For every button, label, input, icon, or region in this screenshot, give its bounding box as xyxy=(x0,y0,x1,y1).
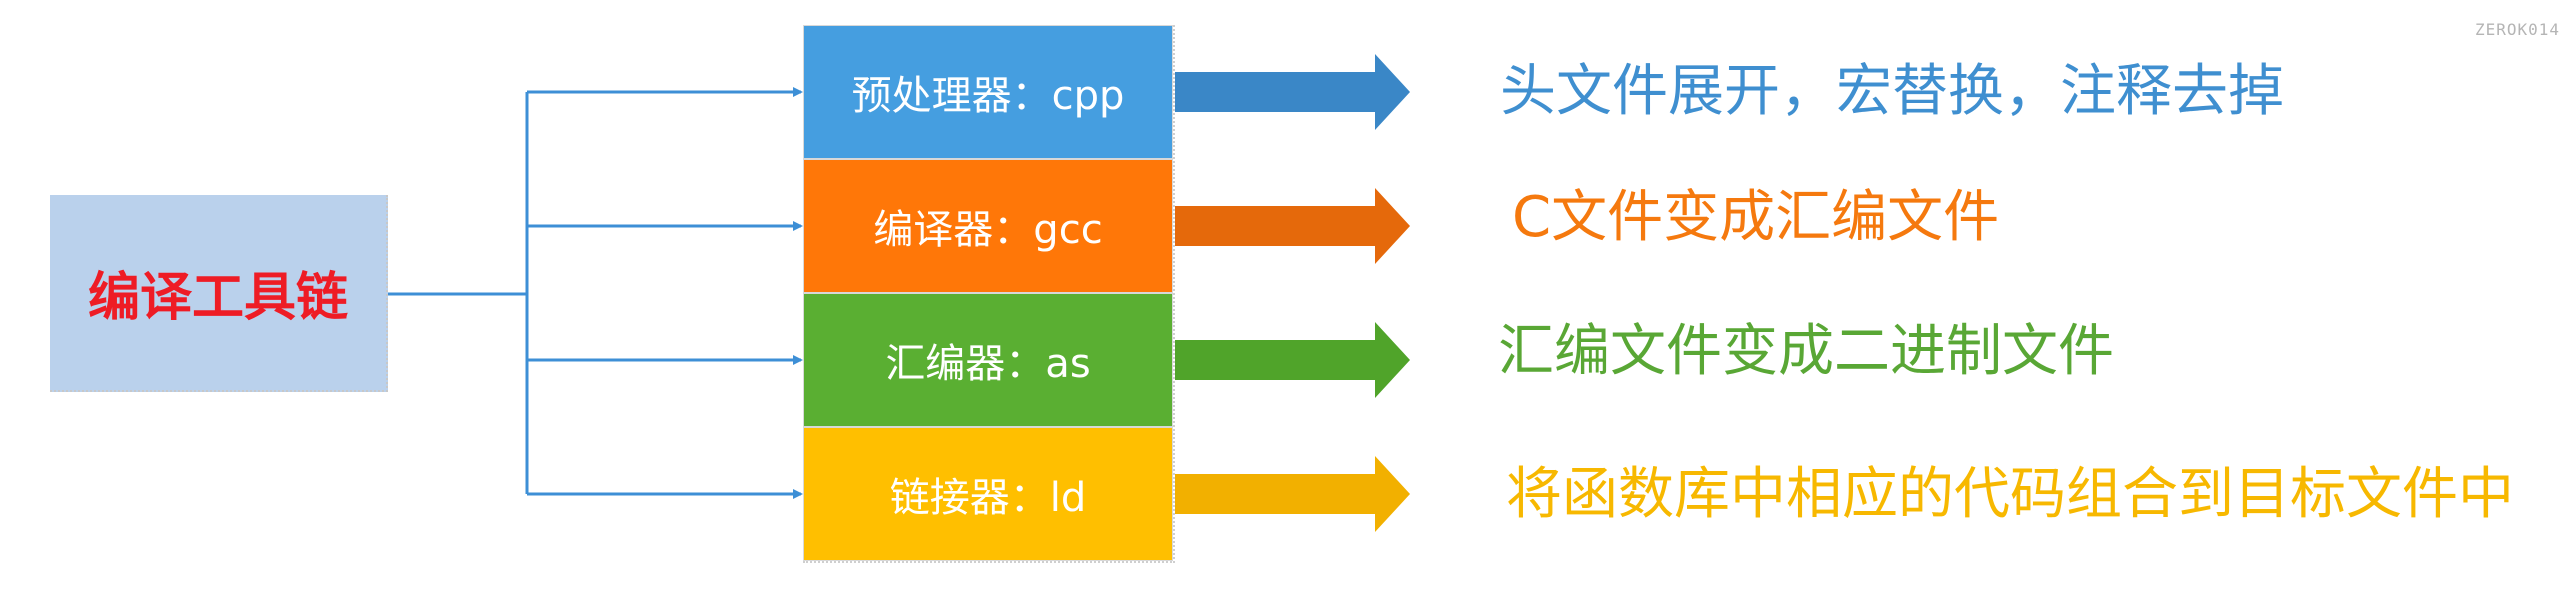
stage-description-assembler: 汇编文件变成二进制文件 xyxy=(1498,319,2114,384)
stage-arrow-3 xyxy=(1175,456,1410,532)
stage-assembler: 汇编器：as xyxy=(803,293,1173,427)
stage-linker: 链接器：ld xyxy=(803,427,1173,561)
stage-label: 预处理器：cpp xyxy=(851,73,1125,119)
watermark: ZEROK014 xyxy=(2474,20,2560,39)
stage-column: 预处理器：cpp 编译器：gcc 汇编器：as 链接器：ld xyxy=(803,25,1175,563)
stage-compiler: 编译器：gcc xyxy=(803,159,1173,293)
toolchain-box: 编译工具链 xyxy=(50,195,388,392)
stage-arrow-0 xyxy=(1175,54,1410,130)
stage-description-compiler: C文件变成汇编文件 xyxy=(1512,185,2000,250)
stage-arrow-2 xyxy=(1175,322,1410,398)
stage-label: 链接器：ld xyxy=(889,475,1087,521)
stage-label: 汇编器：as xyxy=(885,341,1091,387)
stage-description-linker: 将函数库中相应的代码组合到目标文件中 xyxy=(1506,462,2514,527)
stage-label: 编译器：gcc xyxy=(873,207,1103,253)
stage-preprocessor: 预处理器：cpp xyxy=(803,25,1173,159)
toolchain-label: 编译工具链 xyxy=(87,268,348,328)
stage-description-preprocessor: 头文件展开，宏替换，注释去掉 xyxy=(1500,59,2284,124)
stage-arrow-1 xyxy=(1175,188,1410,264)
